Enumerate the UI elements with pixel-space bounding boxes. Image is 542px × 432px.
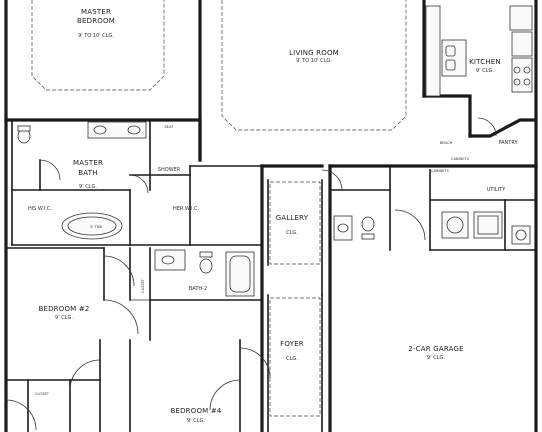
living-room-ceiling: 9' TO 10' CLG. bbox=[296, 58, 332, 64]
foyer-label: FOYER bbox=[280, 340, 304, 348]
pantry-label: PANTRY bbox=[498, 140, 518, 146]
tub-label: 5' TUB bbox=[90, 225, 102, 229]
bench-label: BENCH bbox=[440, 141, 453, 145]
shower-label: SHOWER bbox=[158, 167, 181, 173]
kitchen-fixtures bbox=[425, 5, 533, 137]
seat-label: SEAT bbox=[165, 125, 175, 129]
closet-label-b: CLOSET bbox=[35, 392, 50, 396]
cabinets-label-a: CABINETS bbox=[451, 157, 470, 161]
exterior-walls bbox=[4, 0, 538, 432]
doors bbox=[5, 169, 426, 431]
living-room-label: LIVING ROOM bbox=[289, 49, 339, 57]
bath2-fixtures bbox=[154, 211, 531, 297]
bedroom4-ceiling: 9' CLG. bbox=[187, 418, 205, 424]
bath2-label: BATH-2 bbox=[189, 286, 207, 292]
master-bedroom-label: MASTER bbox=[81, 8, 111, 16]
ceiling-outlines bbox=[31, 0, 407, 417]
garage-label: 2-CAR GARAGE bbox=[408, 345, 463, 353]
master-bath-ceiling: 9' CLG. bbox=[79, 184, 97, 190]
his-wic-label: HIS W.I.C. bbox=[28, 206, 53, 212]
cabinets-label-b: CABINETS bbox=[431, 169, 450, 173]
garage-ceiling: 9' CLG. bbox=[427, 355, 445, 361]
master-bath-fixtures bbox=[17, 121, 149, 240]
gallery-label: GALLERY bbox=[276, 214, 309, 222]
interior-walls bbox=[5, 119, 537, 432]
master-bedroom-label-2: BEDROOM bbox=[77, 17, 115, 25]
closet-label-a: CLOSET bbox=[141, 278, 145, 293]
master-bath-label: MASTER bbox=[73, 159, 103, 167]
bedroom2-label: BEDROOM #2 bbox=[38, 305, 89, 313]
kitchen-label: KITCHEN bbox=[469, 58, 501, 66]
bedroom4-label: BEDROOM #4 bbox=[170, 407, 221, 415]
foyer-ceiling: CLG. bbox=[286, 356, 298, 362]
kitchen-ceiling: 9' CLG. bbox=[476, 68, 494, 74]
master-bath-label-2: BATH bbox=[78, 169, 97, 177]
gallery-ceiling: CLG. bbox=[286, 230, 298, 236]
room-labels: MASTER BEDROOM 9' TO 10' CLG. LIVING ROO… bbox=[28, 8, 519, 424]
utility-label: UTILITY bbox=[487, 187, 507, 193]
master-bedroom-ceiling: 9' TO 10' CLG. bbox=[78, 33, 114, 39]
bedroom2-ceiling: 9' CLG. bbox=[55, 315, 73, 321]
her-wic-label: HER W.I.C. bbox=[173, 206, 199, 212]
